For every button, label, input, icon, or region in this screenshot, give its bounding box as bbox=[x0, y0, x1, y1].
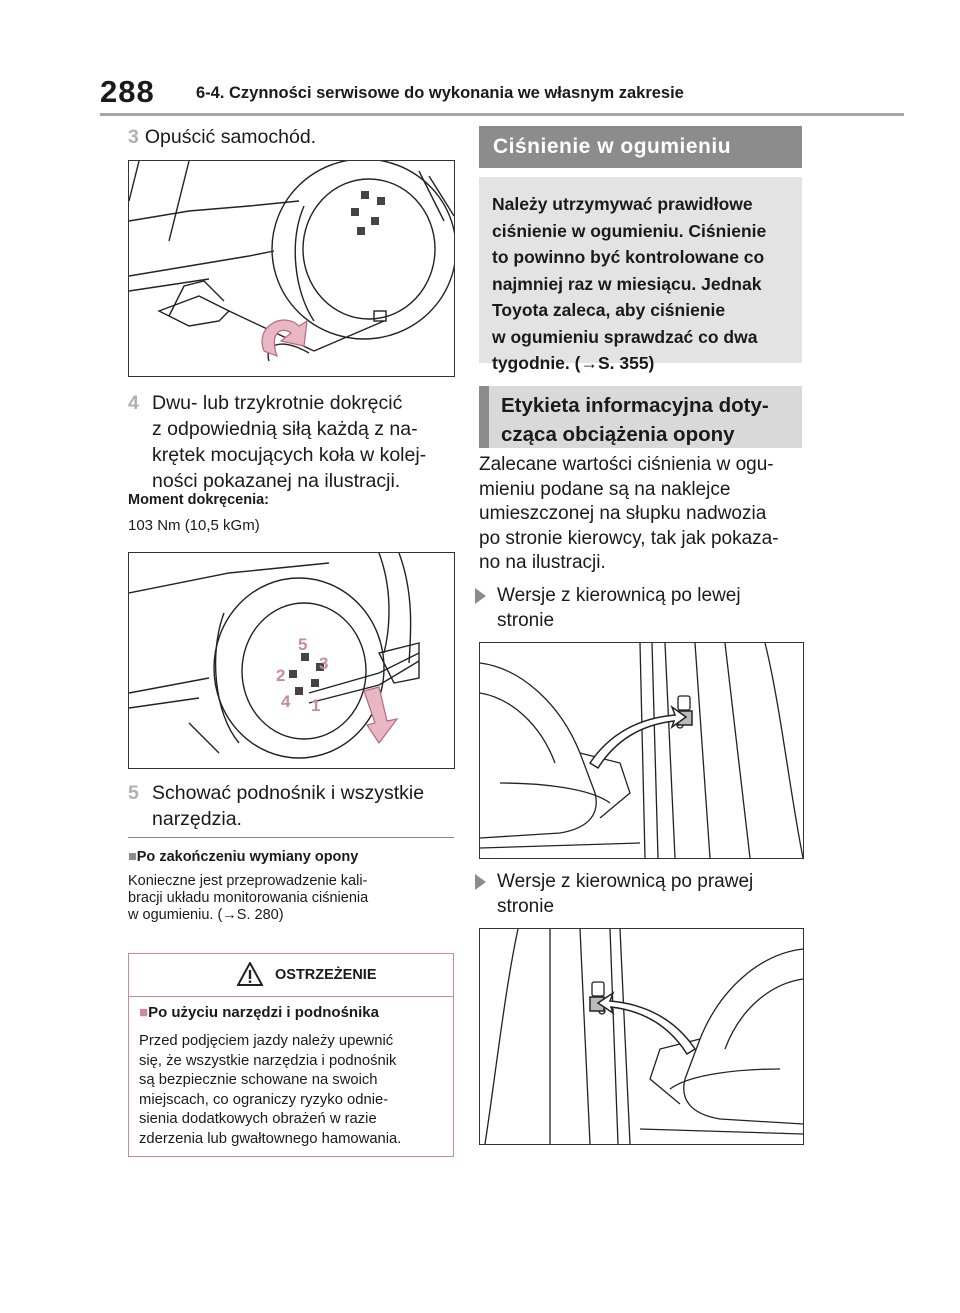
nut-order-3: 3 bbox=[319, 654, 328, 673]
pressure-line: Należy utrzymywać prawidłowe bbox=[492, 194, 753, 214]
step-5-line: Schować podnośnik i wszystkie bbox=[152, 782, 425, 804]
paragraph-line: Zalecane wartości ciśnienia w ogu- bbox=[479, 454, 774, 475]
step-4-line: z odpowiednią siłą każdą z na- bbox=[152, 418, 418, 440]
step-4-number: 4 bbox=[128, 392, 139, 414]
pressure-line: tygodnie. (→S. 355) bbox=[492, 353, 655, 373]
pressure-line: to powinno być kontrolowane co bbox=[492, 247, 765, 267]
pressure-info-box: Należy utrzymywać prawidłowe ciśnienie w… bbox=[479, 177, 802, 373]
pressure-line: Toyota zaleca, aby ciśnienie bbox=[492, 300, 726, 320]
warning-line: są bezpiecznie schowane na swoich bbox=[139, 1072, 378, 1088]
lower-car-illustration bbox=[129, 161, 454, 362]
paragraph-line: umieszczonej na słupku nadwozia bbox=[479, 503, 767, 524]
paragraph-line: no na ilustracji. bbox=[479, 552, 606, 573]
nut-order-4: 4 bbox=[281, 692, 291, 711]
warning-text: Przed podjęciem jazdy należy upewnić się… bbox=[139, 1032, 401, 1149]
figure-label-rhd bbox=[479, 928, 804, 1145]
arrow-icon bbox=[596, 991, 697, 1056]
note-title-text: Po zakończeniu wymiany opony bbox=[136, 849, 359, 865]
figure-tighten-order: 1 2 3 4 5 bbox=[128, 552, 455, 769]
pressure-line: najmniej raz w miesiącu. Jednak bbox=[492, 273, 762, 294]
step-5-number: 5 bbox=[128, 782, 139, 804]
note-title: ■Po zakończeniu wymiany opony bbox=[128, 849, 358, 865]
step-4-number-wrap: 4 bbox=[128, 390, 145, 417]
note-line: bracji układu monitorowania ciśnienia bbox=[128, 890, 369, 906]
step-3-number: 3 bbox=[128, 126, 139, 148]
figure-label-lhd bbox=[479, 642, 804, 859]
step-3-text: Opuścić samochód. bbox=[144, 126, 317, 148]
down-arrow-icon bbox=[363, 686, 399, 745]
step-4-text: Dwu- lub trzykrotnie dokręcić z odpowied… bbox=[152, 390, 482, 494]
section-title: 6-4. Czynności serwisowe do wykonania we… bbox=[196, 84, 684, 102]
note-line: Konieczne jest przeprowadzenie kali- bbox=[128, 873, 368, 889]
warning-label: OSTRZEŻENIE bbox=[275, 967, 377, 983]
figure-lower-car bbox=[128, 160, 455, 377]
warning-subtitle-text: Po użyciu narzędzi i podnośnika bbox=[148, 1004, 379, 1021]
label-lhd-illustration bbox=[480, 643, 803, 858]
warning-line: Przed podjęciem jazdy należy upewnić bbox=[139, 1033, 394, 1049]
note-text: Konieczne jest przeprowadzenie kali- bra… bbox=[128, 873, 368, 924]
rotate-arrow-icon bbox=[261, 319, 308, 358]
warning-line: zderzenia lub gwałtownego hamowania. bbox=[139, 1130, 402, 1147]
arrow-icon bbox=[588, 704, 688, 770]
warning-line: sienia dodatkowych obrażeń w razie bbox=[139, 1111, 377, 1127]
bullet-line: Wersje z kierownicą po lewej bbox=[497, 585, 741, 606]
step-4-line: krętek mocujących koła w kolej- bbox=[152, 444, 427, 466]
header-rule bbox=[100, 113, 904, 116]
step-5-line: narzędzia. bbox=[152, 808, 242, 830]
step-5-text: Schować podnośnik i wszystkie narzędzia. bbox=[152, 780, 482, 832]
label-rhd-illustration bbox=[484, 929, 803, 1144]
nut-order-1: 1 bbox=[311, 696, 320, 715]
nut-order-2: 2 bbox=[276, 666, 285, 685]
warning-box: OSTRZEŻENIE ■Po użyciu narzędzi i podnoś… bbox=[128, 953, 454, 1157]
step-4-line: ności pokazanej na ilustracji. bbox=[152, 470, 401, 492]
tire-label-title-line: cząca obciążenia opony bbox=[501, 423, 735, 446]
tire-label-section-title: Etykieta informacyjna doty- cząca obciąż… bbox=[479, 386, 802, 448]
torque-label: Moment dokręcenia: bbox=[128, 492, 269, 508]
step-5-number-wrap: 5 bbox=[128, 780, 145, 807]
page-number: 288 bbox=[100, 74, 155, 109]
paragraph-line: mieniu podane są na naklejce bbox=[479, 478, 731, 500]
note-marker: ■ bbox=[128, 849, 137, 865]
tighten-order-illustration: 1 2 3 4 5 bbox=[129, 553, 420, 759]
warning-marker: ■ bbox=[139, 1004, 149, 1021]
nut-order-5: 5 bbox=[298, 635, 307, 654]
warning-subtitle: ■Po użyciu narzędzi i podnośnika bbox=[139, 1004, 379, 1021]
divider bbox=[128, 837, 454, 838]
paragraph-line: po stronie kierowcy, tak jak pokaza- bbox=[479, 527, 779, 549]
bullet-triangle-icon bbox=[475, 874, 486, 890]
warning-triangle-icon bbox=[237, 962, 263, 986]
step-4-line: Dwu- lub trzykrotnie dokręcić bbox=[152, 392, 403, 414]
pressure-line: ciśnienie w ogumieniu. Ciśnienie bbox=[492, 220, 767, 241]
torque-value: 103 Nm (10,5 kGm) bbox=[128, 517, 260, 534]
bullet-left-hand-drive: Wersje z kierownicą po lewej stronie bbox=[475, 584, 797, 633]
bullet-line: stronie bbox=[497, 895, 555, 917]
tire-label-paragraph: Zalecane wartości ciśnienia w ogu- mieni… bbox=[479, 453, 809, 576]
note-line: w ogumieniu. (→S. 280) bbox=[128, 907, 284, 923]
warning-line: miejscach, co ograniczy ryzyko odnie- bbox=[139, 1091, 389, 1108]
pressure-section-title: Ciśnienie w ogumieniu bbox=[479, 126, 802, 168]
bullet-line: stronie bbox=[497, 609, 555, 631]
bullet-line: Wersje z kierownicą po prawej bbox=[497, 871, 754, 892]
bullet-right-hand-drive: Wersje z kierownicą po prawej stronie bbox=[475, 870, 797, 919]
warning-line: się, że wszystkie narzędzia i podnośnik bbox=[139, 1052, 397, 1069]
warning-header: OSTRZEŻENIE bbox=[129, 954, 453, 997]
pressure-line: w ogumieniu sprawdzać co dwa bbox=[492, 326, 758, 347]
tire-label-title-line: Etykieta informacyjna doty- bbox=[501, 394, 769, 417]
bullet-triangle-icon bbox=[475, 588, 486, 604]
